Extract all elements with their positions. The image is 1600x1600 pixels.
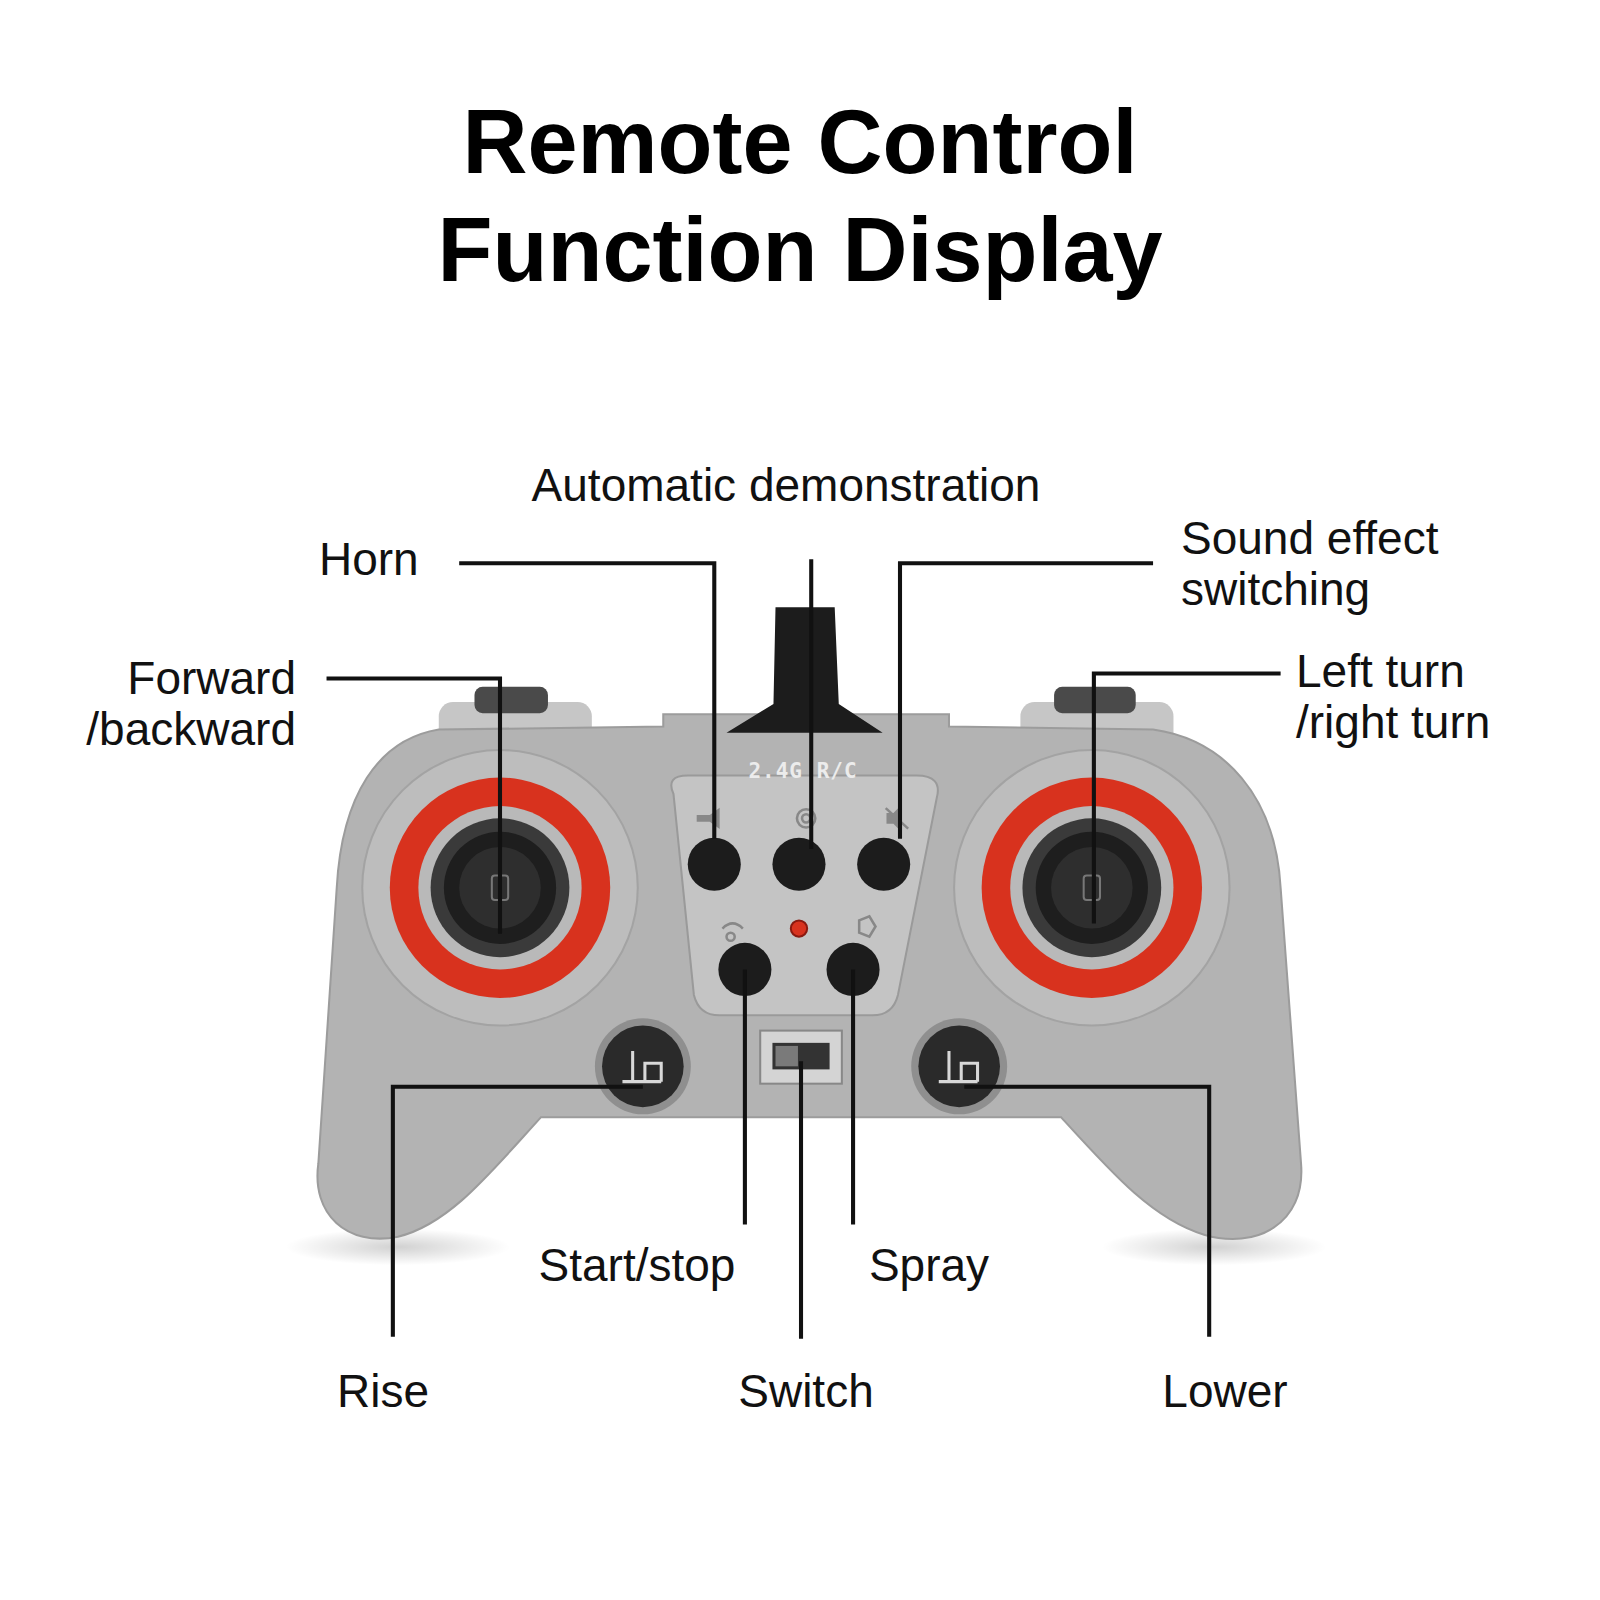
push-button bbox=[688, 838, 910, 996]
control-label: Sound effect switching bbox=[1181, 513, 1511, 615]
model-badge: 2.4G R/C bbox=[703, 759, 903, 783]
leader-line bbox=[327, 559, 1281, 1339]
control-label: Switch bbox=[676, 1366, 936, 1417]
control-label: Rise bbox=[273, 1366, 493, 1417]
control-label: Lower bbox=[1115, 1366, 1335, 1417]
control-label: Spray bbox=[819, 1240, 1039, 1291]
control-label: Start/stop bbox=[487, 1240, 787, 1291]
control-label: Left turn /right turn bbox=[1296, 646, 1536, 748]
control-label: Horn bbox=[319, 534, 519, 585]
joystick bbox=[390, 778, 1202, 998]
controller-body bbox=[286, 607, 1327, 1265]
control-label: Automatic demonstration bbox=[436, 460, 1136, 511]
control-label: Forward /backward bbox=[36, 653, 296, 755]
title: Remote Control Function Display bbox=[375, 88, 1225, 304]
button-icon bbox=[698, 808, 908, 941]
